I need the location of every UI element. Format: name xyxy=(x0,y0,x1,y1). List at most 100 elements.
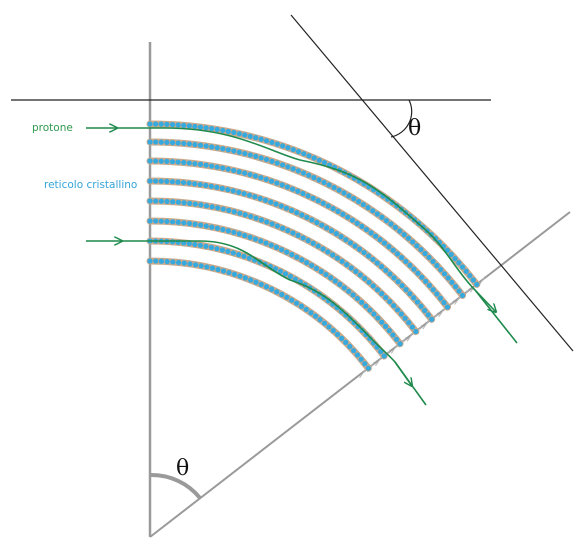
lattice-atom xyxy=(448,251,454,258)
lattice-atom xyxy=(306,172,312,178)
lattice-atom xyxy=(441,300,447,306)
lattice-atom xyxy=(263,138,270,144)
lattice-atoms xyxy=(147,178,435,322)
deflection-reference-line xyxy=(290,14,574,352)
lattice-atom xyxy=(242,132,248,138)
lattice-atom xyxy=(203,203,210,209)
lattice-atom xyxy=(192,241,198,248)
lattice-atom xyxy=(253,135,259,141)
lattice-atom xyxy=(187,261,193,267)
lattice-atom xyxy=(349,217,356,223)
lattice-atom xyxy=(197,124,204,130)
lattice-atom xyxy=(242,232,248,239)
lattice-atom xyxy=(153,218,159,224)
lattice-atom xyxy=(192,141,198,148)
lattice-plane xyxy=(146,217,404,348)
lattice-atom xyxy=(343,237,349,243)
lattice-atom xyxy=(175,199,181,205)
lattice-atom xyxy=(219,247,226,253)
lattice-atom xyxy=(147,218,153,224)
lattice-atom xyxy=(242,170,248,176)
lattice-atom xyxy=(391,275,397,281)
lattice-atom xyxy=(312,313,319,319)
lattice-atom xyxy=(247,152,253,158)
lattice-atom xyxy=(425,312,431,318)
lattice-atom xyxy=(344,262,350,268)
lattice-atom xyxy=(321,320,328,326)
lattice-atom xyxy=(231,148,237,154)
lattice-atom xyxy=(294,254,300,260)
lattice-atom xyxy=(430,258,436,265)
lattice-atom xyxy=(351,319,357,326)
lattice-atom xyxy=(306,153,312,159)
lattice-atom xyxy=(248,277,254,283)
lattice-atom xyxy=(283,205,290,211)
lattice-atom xyxy=(197,181,203,188)
lattice-atom xyxy=(295,168,301,174)
lattice-atom xyxy=(258,238,264,244)
lattice-atom xyxy=(405,235,412,241)
lattice-atom xyxy=(169,179,175,185)
lattice-atom xyxy=(181,220,187,226)
lattice-atom xyxy=(370,208,376,214)
lattice-atom xyxy=(310,240,316,246)
lattice-atom xyxy=(278,203,284,209)
lattice-atom xyxy=(147,158,153,164)
lattice-atom xyxy=(422,307,428,314)
lattice-atom xyxy=(426,254,432,261)
lattice-atom xyxy=(169,122,176,128)
lattice-atom xyxy=(318,268,324,275)
lattice-atom xyxy=(407,291,413,297)
lattice-atom xyxy=(198,263,204,269)
lattice-atom xyxy=(231,271,238,277)
lattice-atom xyxy=(269,158,275,164)
lattice-atom xyxy=(209,144,215,150)
lattice-atom xyxy=(403,258,409,265)
lattice-atom xyxy=(351,348,357,354)
lattice-atom xyxy=(147,121,153,127)
lattice-atom xyxy=(309,262,315,269)
lattice-atom xyxy=(193,262,199,268)
lattice-atoms xyxy=(147,198,419,335)
lattice-atom xyxy=(289,252,295,258)
lattice-atom xyxy=(345,214,351,220)
lattice-atom xyxy=(323,271,329,278)
lattice-atom xyxy=(153,198,159,204)
lattice-atom xyxy=(359,299,365,305)
lattice-atom xyxy=(170,259,176,265)
lattice-atom xyxy=(181,140,187,147)
lattice-atom xyxy=(370,256,376,263)
lattice-atom xyxy=(449,279,455,285)
lattice-atom xyxy=(445,275,451,281)
lattice-atom xyxy=(401,232,407,238)
lattice-atom xyxy=(459,292,466,299)
lattice-atom xyxy=(301,151,307,157)
proton-path-top xyxy=(117,127,518,344)
lattice-atom xyxy=(315,198,321,204)
lattice-atom xyxy=(236,131,242,137)
lattice-atom xyxy=(147,178,153,184)
lattice-atom xyxy=(164,158,170,164)
lattice-atom xyxy=(316,157,322,163)
lattice-atom xyxy=(313,265,320,272)
lattice-atom xyxy=(397,228,403,234)
lattice-atom xyxy=(330,252,336,258)
lattice-atom xyxy=(282,271,289,277)
lattice-atom xyxy=(186,220,193,227)
lattice-atom xyxy=(192,161,198,167)
lattice-atom xyxy=(225,147,231,153)
theta-label-top: θ xyxy=(408,116,421,141)
lattice-atom xyxy=(236,189,242,195)
lattice-atom xyxy=(388,221,394,227)
lattice-atom xyxy=(215,266,221,273)
lattice-atom xyxy=(257,195,263,202)
lattice-atom xyxy=(237,273,243,279)
lattice-atom xyxy=(334,255,340,261)
lattice-atom xyxy=(361,249,367,256)
lattice-atom xyxy=(413,328,419,335)
lattice-atom xyxy=(287,273,294,280)
lattice-atom xyxy=(274,160,280,166)
lattice-atom xyxy=(340,211,346,217)
lattice-atom xyxy=(263,284,270,290)
lattice-atom xyxy=(325,249,331,255)
